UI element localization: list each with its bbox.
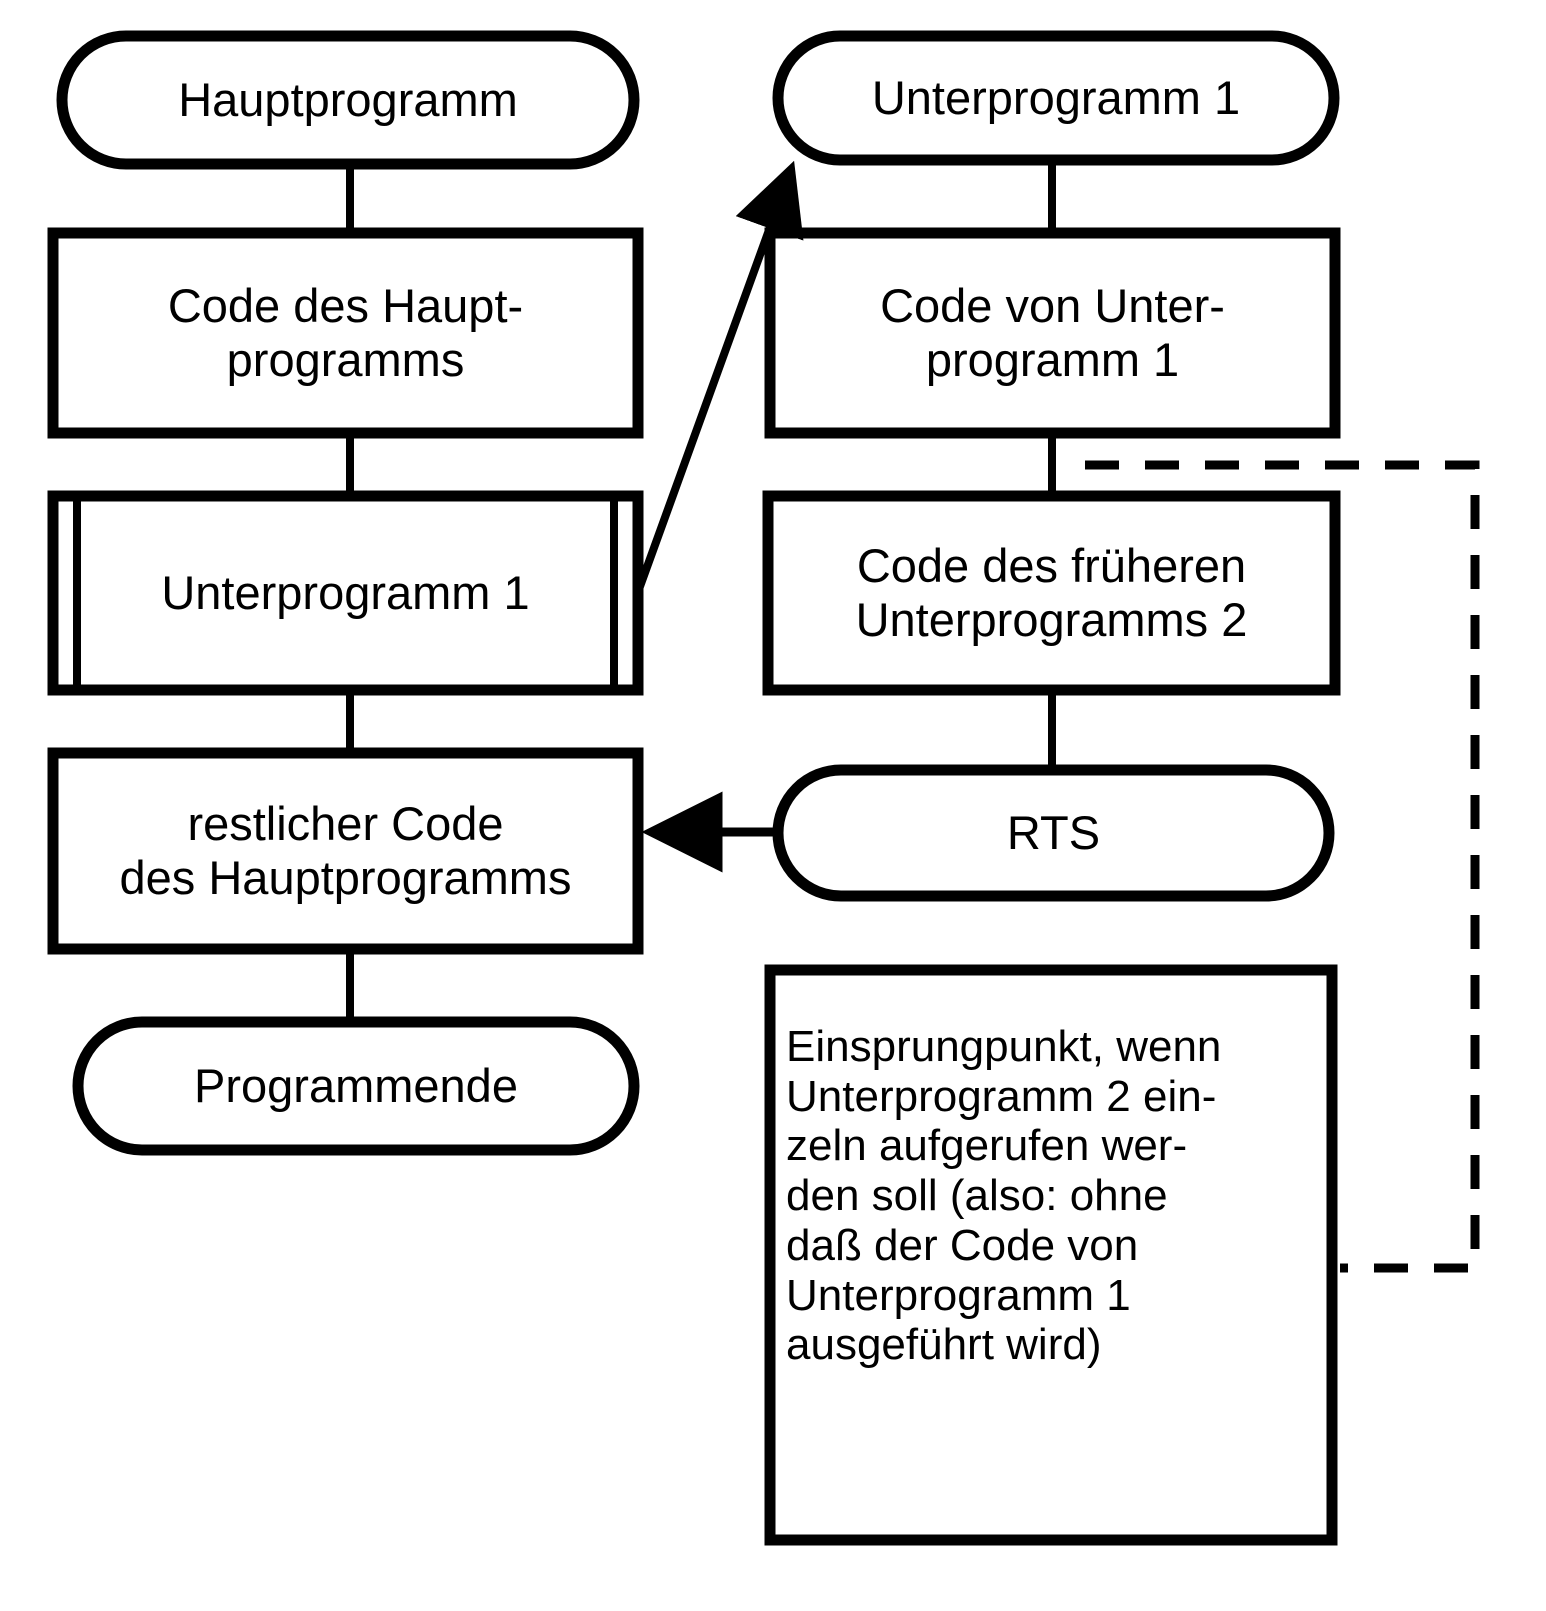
node-code-des-fruheren-unterprogramms-2[interactable] — [762, 490, 1341, 696]
connector-call-to-entry-arrow — [634, 160, 804, 594]
node-restlicher-code[interactable] — [47, 747, 644, 955]
node-programmende[interactable] — [72, 1016, 640, 1156]
node-hauptprogramm[interactable] — [56, 30, 640, 170]
connector-note-to-entrypoint-dashed — [1085, 460, 1480, 1273]
node-unterprogramm-1-call[interactable] — [47, 490, 644, 696]
node-unterprogramm-1-entry[interactable] — [772, 30, 1340, 166]
node-einsprungpunkt-note[interactable] — [764, 964, 1338, 1546]
node-code-des-hauptprogramms[interactable] — [47, 227, 644, 439]
node-code-von-unterprogramm-1[interactable] — [764, 227, 1341, 439]
node-rts[interactable] — [772, 764, 1335, 902]
